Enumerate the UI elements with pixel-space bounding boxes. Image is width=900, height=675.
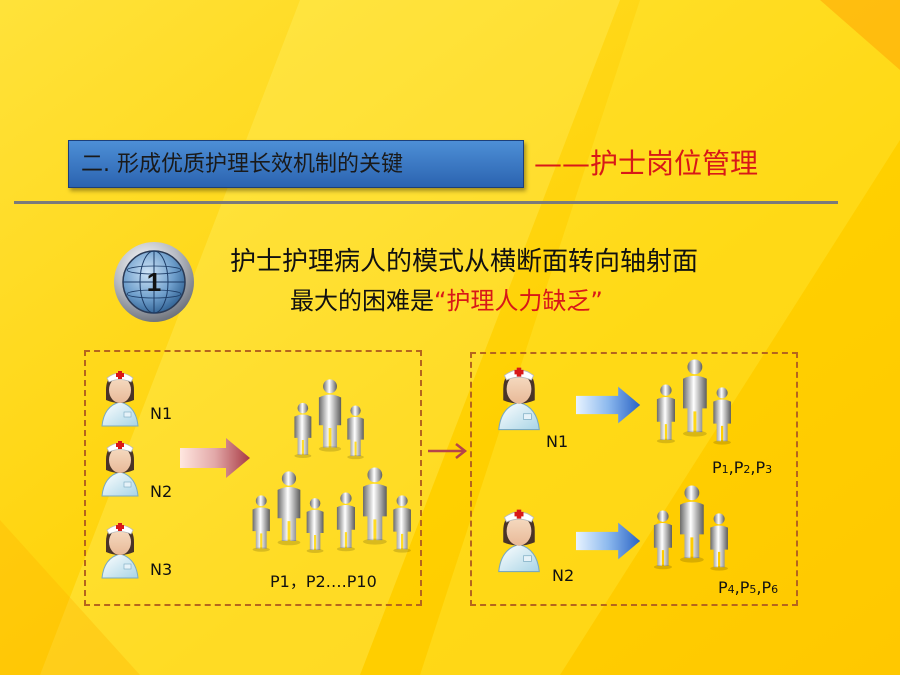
statement-line-2: 最大的困难是“护理人力缺乏” (290, 284, 603, 318)
people-group-icon (292, 378, 372, 468)
nurse-icon (101, 370, 139, 427)
section-title-box: 二. 形成优质护理长效机制的关键 (68, 140, 524, 188)
nurse-label: N1 (546, 432, 569, 451)
people-group-icon (646, 484, 742, 580)
right-arrow-icon (576, 386, 641, 424)
statement-highlight: “护理人力缺乏” (434, 287, 603, 315)
section-topic: ——护士岗位管理 (534, 142, 758, 186)
nurse-icon (498, 509, 540, 573)
statement-prefix: 最大的困难是 (290, 287, 434, 315)
nurse-label: N2 (150, 482, 173, 501)
badge-number: 1 (147, 267, 161, 297)
nurse-label: N1 (150, 404, 173, 423)
left-panel (84, 350, 422, 606)
patients-label: P1，P2….P10 (270, 572, 377, 591)
nurse-icon (101, 522, 139, 579)
right-arrow-icon (576, 522, 641, 560)
title-divider (14, 201, 838, 204)
section-title: 二. 形成优质护理长效机制的关键 (81, 152, 403, 177)
people-group-icon (334, 466, 420, 562)
topic-dash: —— (534, 147, 590, 180)
nurse-label: N3 (150, 560, 173, 579)
nurse-icon (101, 440, 139, 497)
nurse-icon (498, 367, 540, 431)
right-panel (470, 352, 798, 606)
statement-line-1: 护士护理病人的模式从横断面转向轴射面 (230, 247, 699, 277)
topic-text: 护士岗位管理 (590, 147, 759, 180)
globe-icon: 1 (114, 242, 194, 322)
patients-label: P4,P5,P6 (718, 578, 779, 597)
patients-label: P1,P2,P3 (712, 458, 773, 477)
nurse-label: N2 (552, 566, 575, 585)
people-group-icon (652, 358, 742, 454)
right-arrow-icon (180, 438, 250, 478)
right-arrow-icon (428, 443, 468, 459)
people-group-icon (248, 470, 334, 562)
